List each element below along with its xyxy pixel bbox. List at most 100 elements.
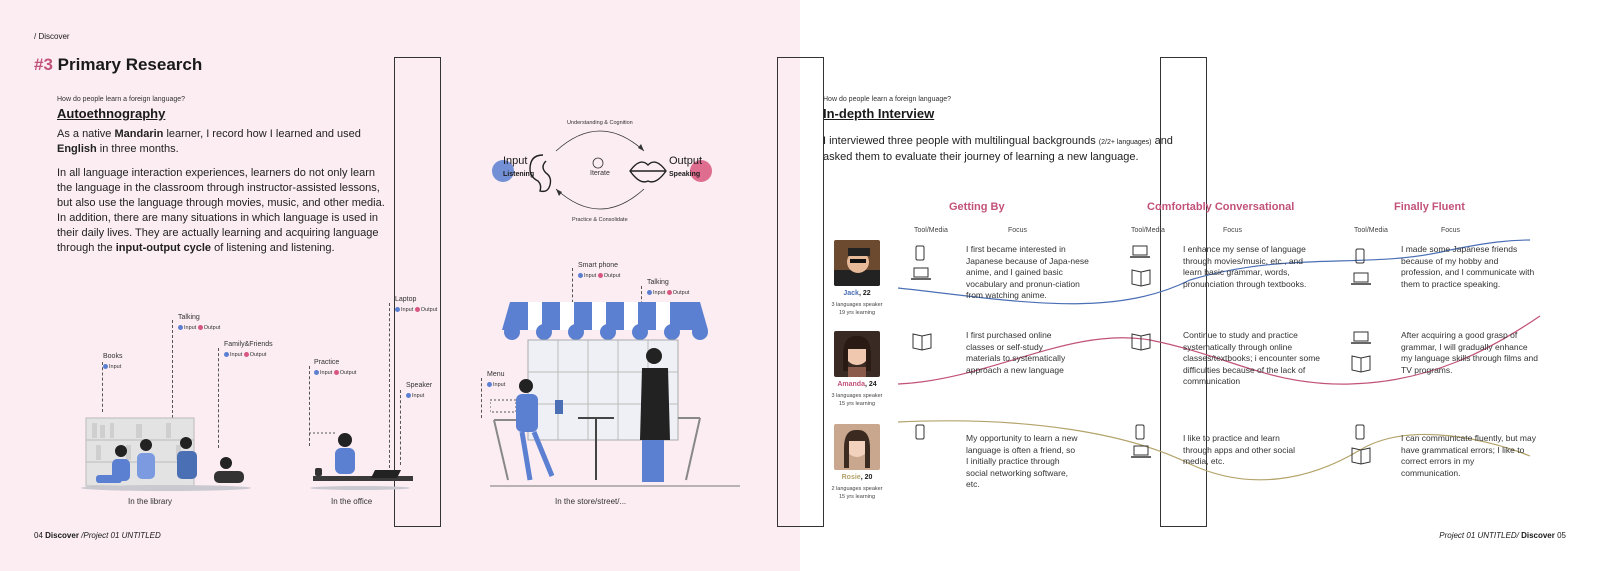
amanda-curve	[897, 315, 1541, 385]
tag-laptop: Laptop	[395, 296, 417, 303]
sub-tool-1: Tool/Media	[914, 227, 948, 234]
tag-practice: Practice	[314, 359, 340, 366]
office-illustration	[309, 432, 413, 490]
practice-label: Practice & Consolidate	[572, 217, 628, 223]
autoethnography-heading: Autoethnography	[57, 106, 166, 121]
store-illustration	[490, 302, 740, 487]
iterate-icon	[592, 157, 604, 169]
leader-books	[102, 362, 103, 412]
cell-amanda-conversational: Continue to study and practice systemati…	[1183, 330, 1321, 386]
col-getting-by: Getting By	[949, 201, 1005, 213]
io-family: Input Output	[224, 352, 266, 358]
col-conversational: Comfortably Conversational	[1147, 201, 1295, 213]
interview-paragraph: I interviewed three people with multilin…	[823, 135, 1173, 163]
tag-family-friends: Family&Friends	[224, 341, 273, 348]
tag-talking-store: Talking	[647, 279, 669, 286]
journey-curves	[897, 239, 1541, 481]
ear-icon	[529, 154, 552, 193]
leader-smartphone	[572, 268, 573, 308]
right-page: How do people learn a foreign language? …	[777, 0, 1600, 571]
cycle-paragraph: In all language interaction experiences,…	[57, 167, 385, 254]
sub-focus-1: Focus	[1008, 227, 1028, 234]
book-icon	[1351, 355, 1371, 373]
sub-focus-2: Focus	[1223, 227, 1243, 234]
cell-jack-fluent: I made some Japanese friends because of …	[1401, 244, 1535, 289]
cognition-arrow	[555, 130, 645, 152]
jack-curve	[897, 239, 1531, 305]
cell-rosie-fluent: I can communicate fluently, but may have…	[1401, 433, 1536, 478]
cell-jack-getting-by: I first became interested in Japanese be…	[966, 244, 1089, 300]
person-name-amanda: Amanda, 24	[837, 381, 877, 388]
io-books: Input	[103, 364, 121, 370]
laptop-icon	[1131, 445, 1151, 458]
library-illustration	[81, 417, 251, 491]
phone-icon	[1355, 248, 1365, 264]
phone-icon	[1355, 424, 1365, 440]
leader-practice	[309, 366, 310, 446]
laptop-icon	[1351, 331, 1371, 344]
iterate-label: Iterate	[590, 170, 610, 177]
io-practice: Input Output	[314, 370, 356, 376]
person-name-rosie: Rosie, 20	[841, 474, 873, 481]
leader-menu	[481, 378, 482, 418]
laptop-icon	[1130, 245, 1150, 258]
intro-paragraph: As a native Mandarin learner, I record h…	[57, 128, 361, 155]
sub-tool-2: Tool/Media	[1131, 227, 1165, 234]
phone-icon	[915, 245, 925, 261]
tag-books: Books	[103, 353, 123, 360]
book-icon	[1131, 333, 1151, 351]
avatar-amanda	[834, 331, 880, 377]
tag-talking: Talking	[178, 314, 200, 321]
avatar-jack	[834, 240, 880, 286]
section-number: #3	[34, 55, 53, 74]
book-icon	[1351, 447, 1371, 465]
io-smartphone: Input Output	[578, 273, 620, 279]
phone-icon	[915, 424, 925, 440]
leader-speaker	[400, 390, 401, 465]
book-icon	[1131, 269, 1151, 287]
leader-talking	[172, 320, 173, 438]
input-output-cycle-diagram	[492, 130, 712, 210]
breadcrumb: / Discover	[34, 32, 70, 41]
leader-laptop	[389, 303, 390, 468]
tag-speaker: Speaker	[406, 382, 433, 389]
title-text: Primary Research	[57, 55, 203, 74]
lips-icon	[629, 161, 667, 183]
sub-focus-3: Focus	[1441, 227, 1461, 234]
avatar-rosie	[834, 424, 880, 470]
book-icon	[912, 333, 932, 351]
cell-rosie-getting-by: My opportunity to learn a new language i…	[966, 433, 1078, 489]
footer-right: Project 01 UNTITLED/ Discover 05	[1439, 531, 1566, 540]
io-menu: Input	[487, 382, 505, 388]
research-question: How do people learn a foreign language?	[57, 96, 186, 103]
col-fluent: Finally Fluent	[1394, 201, 1465, 213]
output-dot	[690, 160, 712, 182]
output-label: Output	[669, 155, 703, 167]
left-page: / Discover #3 Primary Research How do pe…	[0, 0, 800, 571]
caption-office: In the office	[331, 497, 373, 506]
cell-jack-conversational: I enhance my sense of language through m…	[1183, 244, 1307, 289]
cognition-label: Understanding & Cognition	[567, 120, 633, 126]
caption-store: In the store/street/...	[555, 497, 627, 506]
io-laptop: Input Output	[395, 307, 437, 313]
frame-left-column	[777, 57, 824, 527]
laptop-icon	[1351, 272, 1371, 285]
speaking-label: Speaking	[669, 171, 701, 178]
interview-heading: In-depth Interview	[823, 106, 935, 121]
sub-tool-3: Tool/Media	[1354, 227, 1388, 234]
io-talking: Input Output	[178, 325, 220, 331]
caption-library: In the library	[128, 497, 173, 506]
tag-smart-phone: Smart phone	[578, 262, 619, 269]
cell-rosie-conversational: I like to practice and learn through app…	[1183, 433, 1295, 466]
input-label: Input	[503, 155, 528, 167]
input-dot	[492, 160, 514, 182]
rosie-curve	[897, 420, 1531, 481]
column-frame	[394, 57, 441, 527]
io-talking-store: Input Output	[647, 290, 689, 296]
laptop-icon	[911, 267, 931, 280]
footer-left: 04 Discover /Project 01 UNTITLED	[34, 531, 161, 540]
interview-question: How do people learn a foreign language?	[823, 96, 952, 103]
